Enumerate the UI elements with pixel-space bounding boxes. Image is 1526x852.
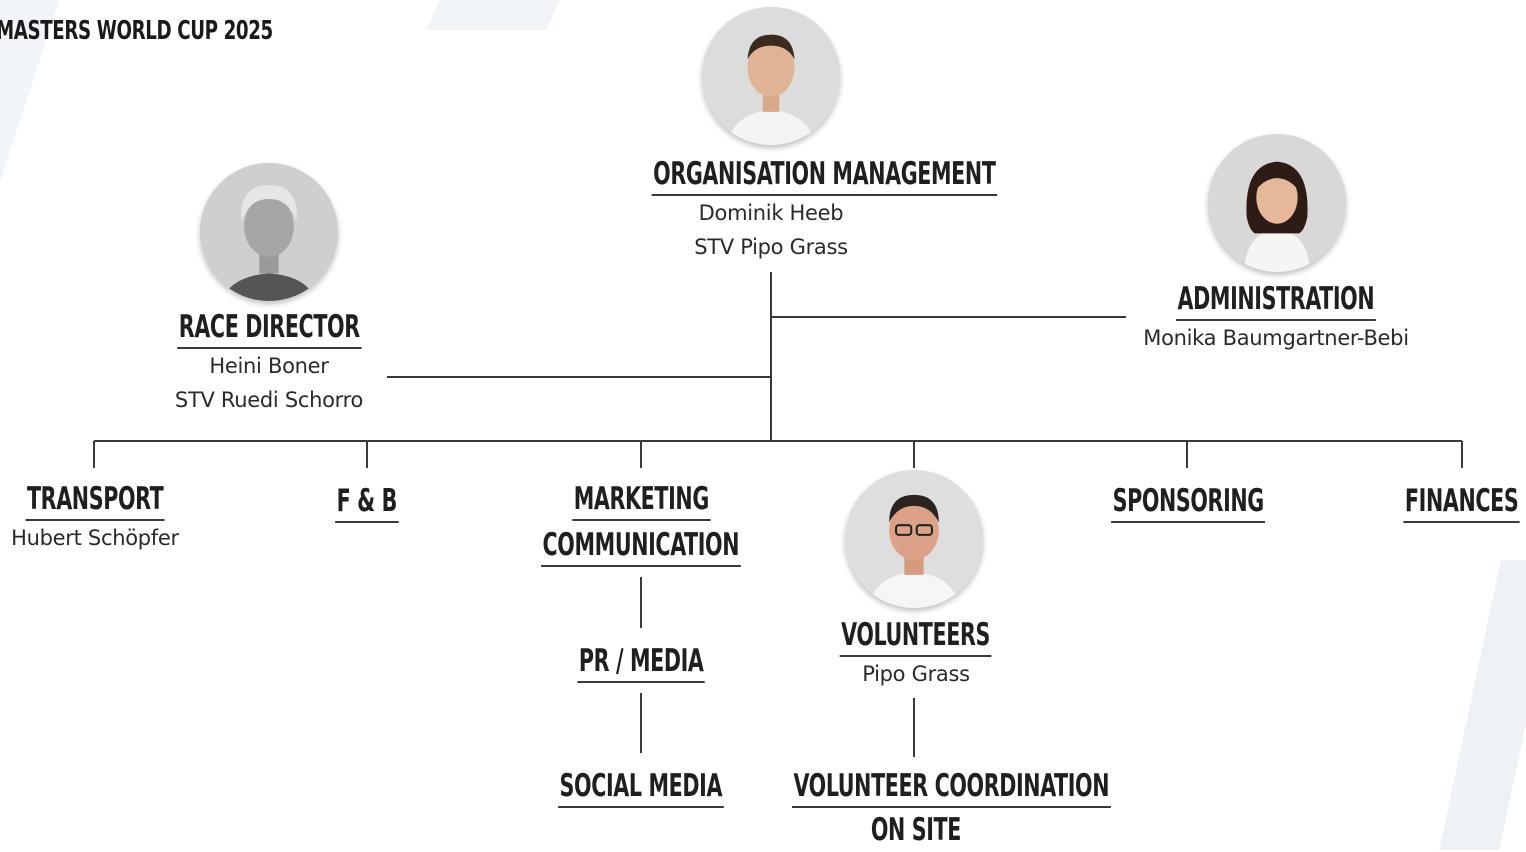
role-title-line2: ON SITE [870, 812, 962, 848]
node-transport: TRANSPORT Hubert Schöpfer [0, 479, 275, 555]
person-name: Pipo Grass [862, 662, 970, 686]
role-title-line2: COMMUNICATION [541, 525, 741, 567]
role-title: FINANCES [1403, 481, 1521, 523]
avatar-administration [1208, 134, 1346, 272]
node-marketing-communication: MARKETING COMMUNICATION [461, 479, 821, 567]
person-name: Heini Boner [209, 354, 329, 378]
node-social-media: SOCIAL MEDIA [461, 766, 821, 808]
avatar-volunteers [845, 470, 983, 608]
node-finances: FINANCES [1282, 481, 1526, 523]
person-photo-icon [1208, 134, 1346, 272]
role-title: VOLUNTEERS [840, 615, 992, 657]
role-title: TRANSPORT [25, 479, 165, 521]
person-photo-icon [702, 7, 840, 145]
person-name: Hubert Schöpfer [11, 526, 179, 550]
role-title: SOCIAL MEDIA [558, 766, 724, 808]
node-administration: ADMINISTRATION Monika Baumgartner-Bebi [1096, 279, 1456, 355]
person-club: STV Pipo Grass [694, 235, 848, 259]
role-title: PR / MEDIA [577, 641, 705, 683]
role-title: F & B [335, 481, 399, 523]
role-title: ORGANISATION MANAGEMENT [651, 154, 998, 196]
node-volunteer-coordination: VOLUNTEER COORDINATION ON SITE [736, 766, 1111, 852]
brand-title: MASTERS WORLD CUP 2025 [0, 16, 273, 46]
person-photo-icon [845, 470, 983, 608]
role-title-line1: VOLUNTEER COORDINATION [791, 766, 1111, 808]
person-photo-icon [200, 163, 338, 301]
role-title: RACE DIRECTOR [177, 307, 361, 349]
role-title-line1: MARKETING [571, 479, 711, 521]
node-pr-media: PR / MEDIA [461, 641, 821, 683]
avatar-organisation-management [702, 7, 840, 145]
node-organisation-management: ORGANISATION MANAGEMENT Dominik Heeb STV… [591, 154, 998, 264]
avatar-race-director [200, 163, 338, 301]
node-sponsoring: SPONSORING [1008, 481, 1368, 523]
role-title: SPONSORING [1110, 481, 1266, 523]
person-name: Dominik Heeb [698, 201, 844, 225]
node-fnb: F & B [187, 481, 547, 523]
node-race-director: RACE DIRECTOR Heini Boner STV Ruedi Scho… [89, 307, 449, 417]
role-title: ADMINISTRATION [1176, 279, 1376, 321]
person-name: Monika Baumgartner-Bebi [1143, 326, 1409, 350]
person-club: STV Ruedi Schorro [174, 388, 364, 412]
node-volunteers: VOLUNTEERS Pipo Grass [736, 615, 1096, 691]
